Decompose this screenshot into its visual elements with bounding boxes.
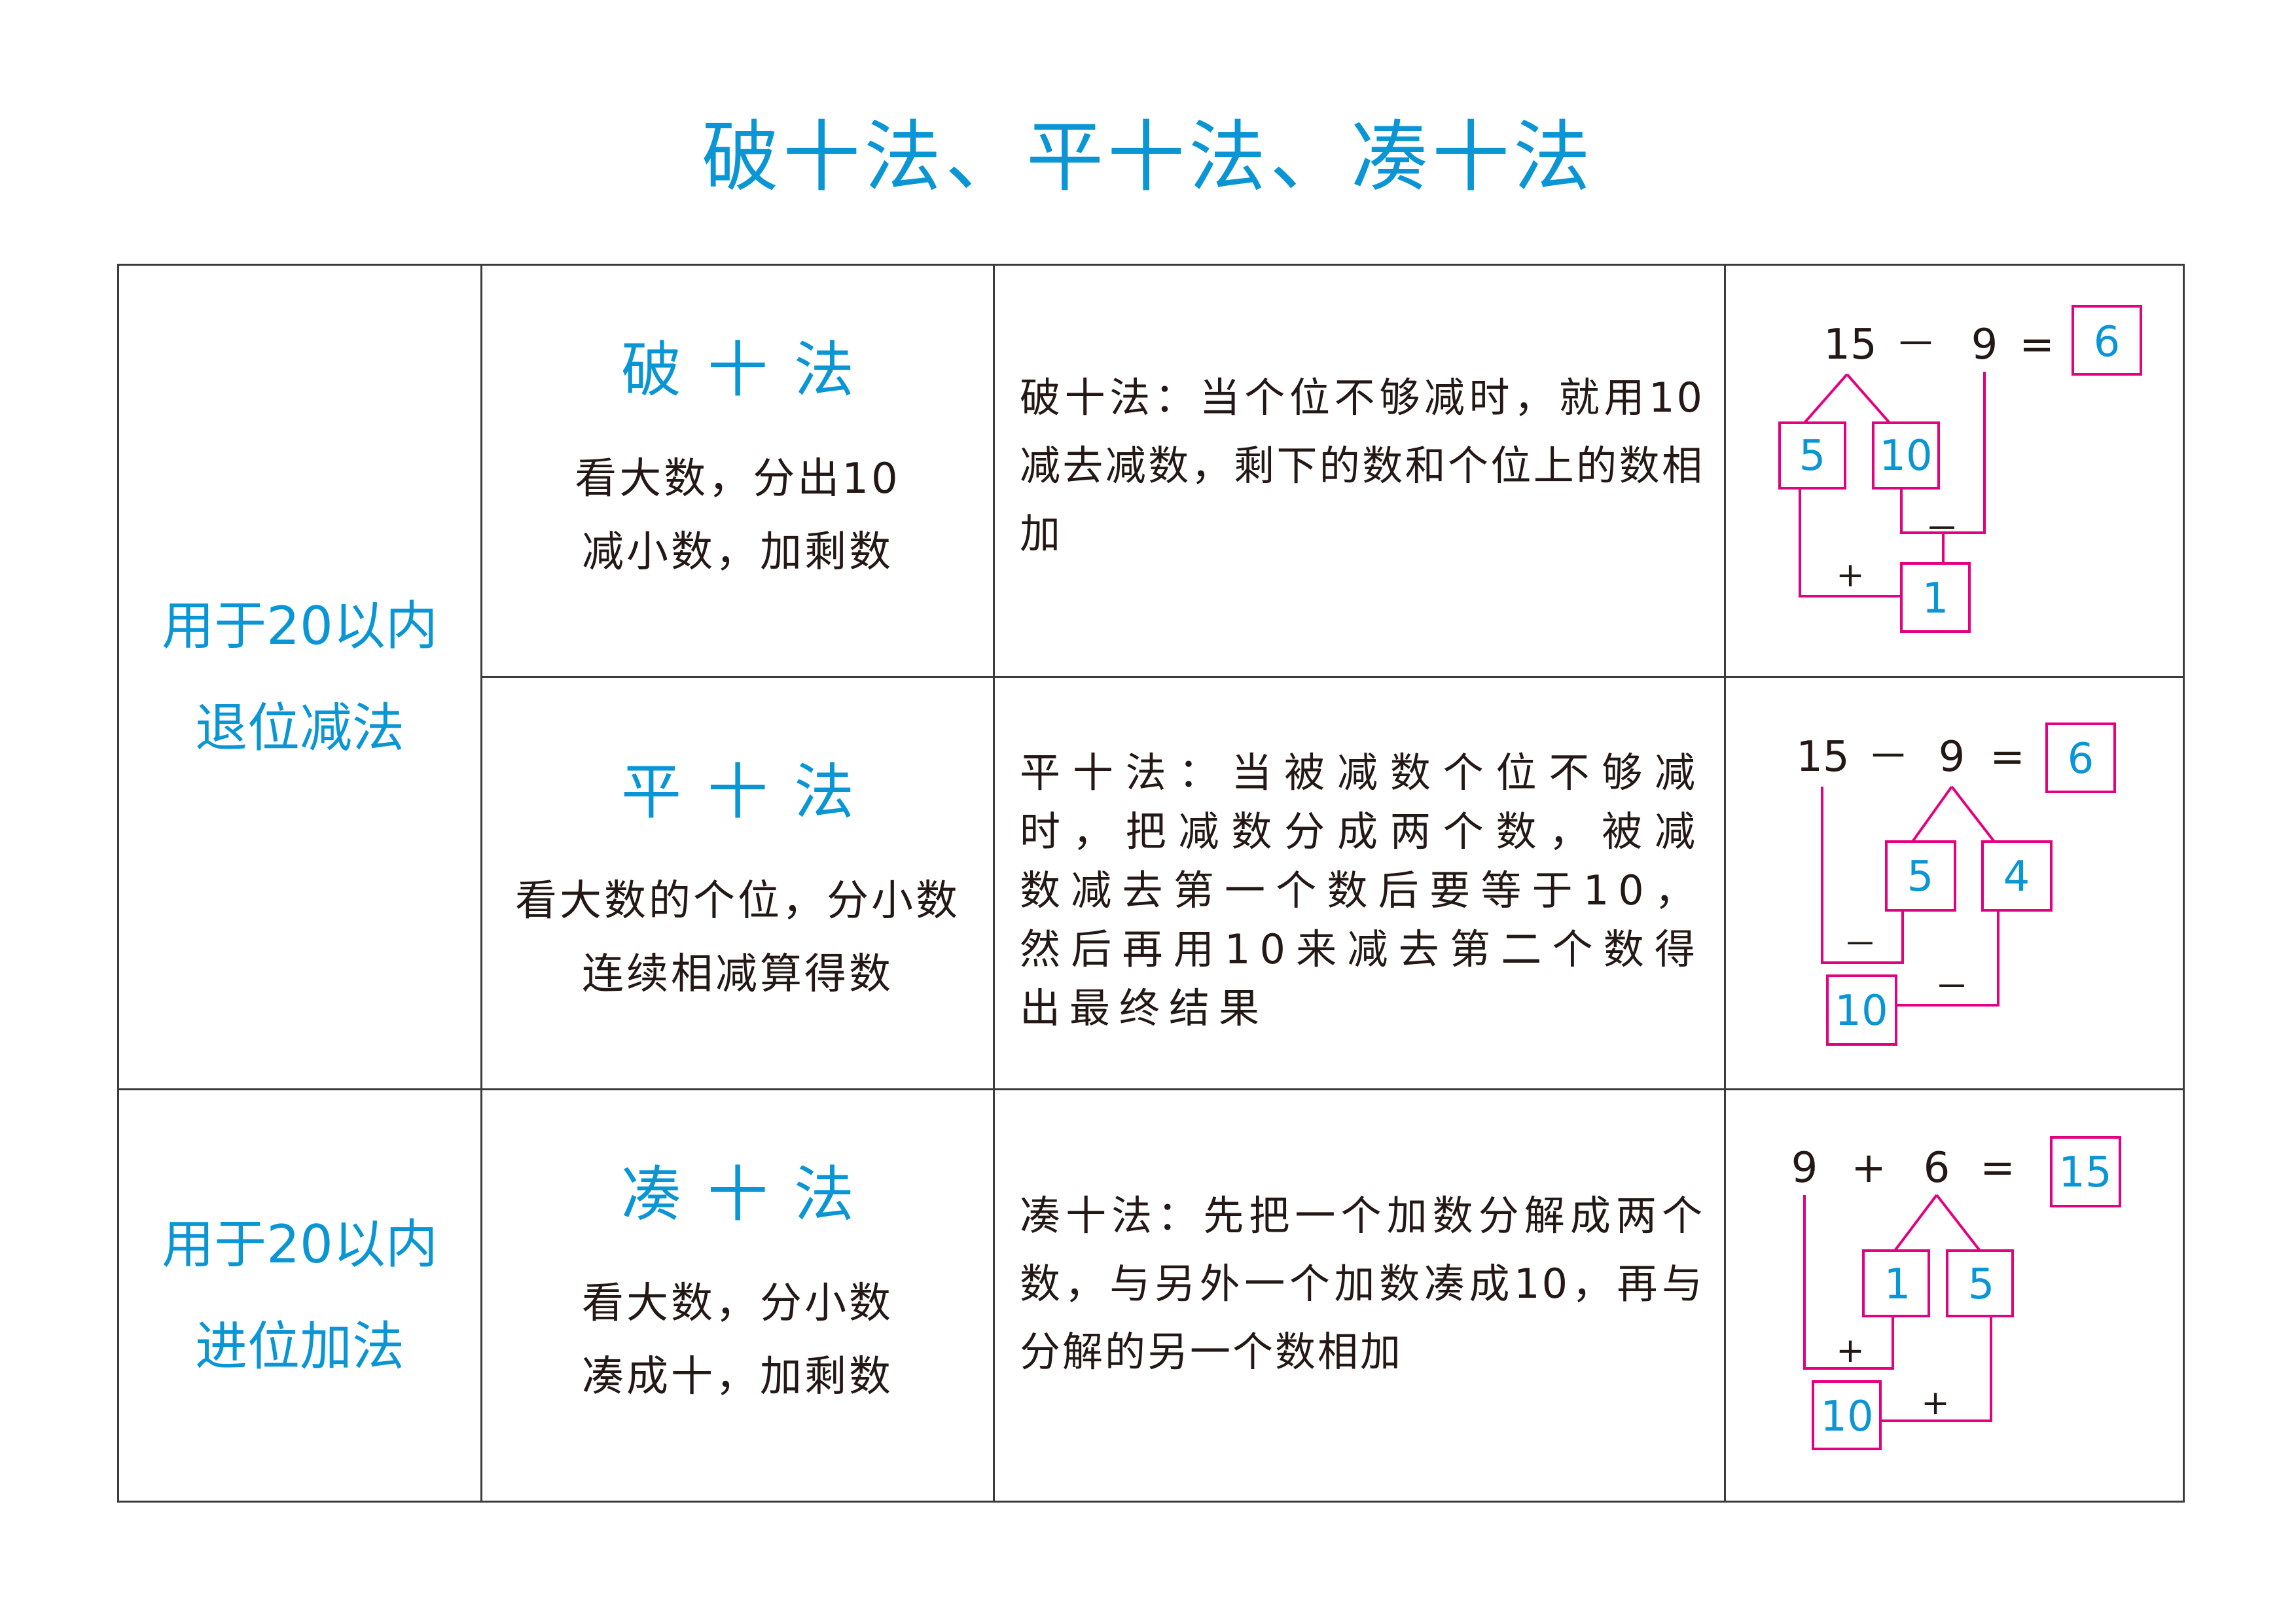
operand-b: 6 — [1924, 1144, 1950, 1192]
method-tip: 看大数，分出10 减小数，加剩数 — [482, 442, 993, 589]
table-row: 用于20以内 进位加法 凑十法 看大数，分小数 凑成十，加剩数 凑十法：先把一个… — [117, 1088, 2185, 1503]
example-cell: 9 + 6 = 15 1 5 10 + + — [1724, 1088, 2185, 1503]
category-line: 进位加法 — [195, 1315, 404, 1377]
example-diagram-2: 15 － 9 = 6 5 4 10 － － — [1796, 722, 2116, 1046]
category-line: 用于20以内 — [162, 595, 438, 656]
method-cell: 凑十法 看大数，分小数 凑成十，加剩数 — [480, 1088, 995, 1503]
methods-table: 用于20以内 退位减法 破十法 看大数，分出10 减小数，加剩数 破十法：当个位… — [117, 264, 2185, 1503]
split-value: 10 — [1879, 432, 1932, 480]
split-value: 5 — [1799, 432, 1826, 480]
method-description: 平十法：当被减数个位不够减时，把减数分成两个数，被减数减去第一个数后要等于10，… — [1020, 749, 1704, 1032]
tip-line: 连续相减算得数 — [582, 950, 893, 999]
method-cell: 平十法 看大数的个位，分小数 连续相减算得数 — [480, 676, 995, 1090]
page-title: 破十法、平十法、凑十法 — [701, 112, 1594, 202]
split-value: 5 — [1907, 853, 1934, 901]
operand-a: 15 — [1796, 733, 1849, 781]
equals-sign: = — [1990, 733, 2025, 781]
operand-a: 9 — [1791, 1144, 1818, 1192]
intermediate-value: 10 — [1820, 1393, 1873, 1441]
step-operator: － — [1843, 925, 1877, 965]
tip-line: 看大数，分小数 — [582, 1279, 893, 1328]
tip-line: 凑成十，加剩数 — [582, 1353, 893, 1401]
operator: － — [1895, 321, 1937, 369]
example-diagram-3: 9 + 6 = 15 1 5 10 + + — [1791, 1136, 2121, 1450]
operator: － — [1867, 733, 1909, 781]
tip-line: 看大数的个位，分小数 — [515, 877, 960, 925]
operand-b: 9 — [1971, 321, 1998, 369]
step-operator: + — [1921, 1383, 1950, 1423]
result-value: 6 — [2094, 318, 2121, 366]
table-row: 用于20以内 退位减法 破十法 看大数，分出10 减小数，加剩数 破十法：当个位… — [117, 264, 2185, 1090]
equals-sign: = — [1980, 1144, 2015, 1192]
category-line: 用于20以内 — [162, 1213, 438, 1275]
step-operator: － — [1925, 510, 1959, 549]
example-cell: 15 － 9 = 6 5 10 1 － + — [1724, 264, 2185, 678]
step-operator: + — [1836, 1331, 1865, 1370]
method-description: 凑十法：先把一个加数分解成两个数，与另外一个加数凑成10，再与分解的另一个数相加 — [1020, 1192, 1704, 1376]
intermediate-value: 10 — [1835, 987, 1888, 1035]
result-value: 6 — [2068, 735, 2094, 783]
split-value: 5 — [1968, 1260, 1995, 1309]
tip-line: 减小数，加剩数 — [582, 528, 893, 577]
example-cell: 15 － 9 = 6 5 4 10 － － — [1724, 676, 2185, 1090]
example-diagram-1: 15 － 9 = 6 5 10 1 － + — [1778, 305, 2142, 633]
equals-sign: = — [2019, 321, 2054, 369]
intermediate-value: 1 — [1922, 575, 1949, 623]
description-cell: 凑十法：先把一个加数分解成两个数，与另外一个加数凑成10，再与分解的另一个数相加 — [993, 1088, 1726, 1503]
method-name: 平十法 — [620, 757, 880, 827]
method-description: 破十法：当个位不够减时，就用10减去减数，剩下的数和个位上的数相加 — [1020, 374, 1704, 558]
step-operator: － — [1935, 968, 1969, 1007]
result-value: 15 — [2058, 1149, 2111, 1197]
description-cell: 破十法：当个位不够减时，就用10减去减数，剩下的数和个位上的数相加 — [993, 264, 1726, 678]
description-cell: 平十法：当被减数个位不够减时，把减数分成两个数，被减数减去第一个数后要等于10，… — [993, 676, 1726, 1090]
split-value: 4 — [2003, 853, 2030, 901]
table-row: 平十法 看大数的个位，分小数 连续相减算得数 平十法：当被减数个位不够减时，把减… — [118, 676, 2185, 1090]
tip-line: 看大数，分出10 — [575, 455, 901, 503]
method-tip: 看大数的个位，分小数 连续相减算得数 — [482, 865, 993, 1011]
method-name: 凑十法 — [620, 1160, 880, 1230]
operand-b: 9 — [1939, 733, 1965, 781]
operand-a: 15 — [1823, 321, 1876, 369]
method-cell: 破十法 看大数，分出10 减小数，加剩数 — [480, 264, 995, 678]
operator: + — [1851, 1144, 1886, 1192]
method-tip: 看大数，分小数 凑成十，加剩数 — [482, 1267, 993, 1414]
category-line: 退位减法 — [195, 697, 404, 758]
method-name: 破十法 — [620, 335, 880, 405]
category-addition: 用于20以内 进位加法 — [117, 1088, 482, 1503]
step-operator: + — [1836, 556, 1865, 595]
split-value: 1 — [1884, 1260, 1911, 1309]
category-subtraction: 用于20以内 退位减法 — [117, 264, 482, 1090]
